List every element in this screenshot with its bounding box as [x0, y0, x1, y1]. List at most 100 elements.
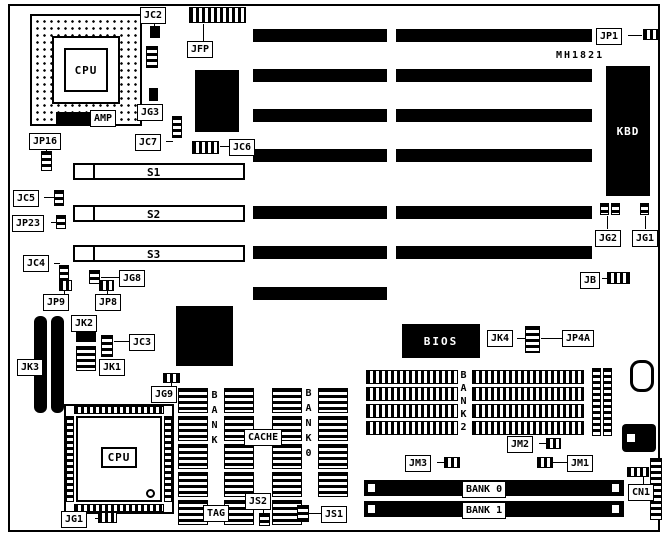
label-jc3: JC3: [129, 334, 156, 351]
jk4-leader-line: [517, 338, 526, 339]
expansion-slot-bar: [253, 69, 387, 82]
jc2-jumper-b: [146, 46, 158, 68]
jm2-jumper: [546, 438, 561, 449]
cache-sram-chip: [318, 472, 348, 497]
jg8-leader-line: [101, 277, 119, 278]
cache-sram-chip: [318, 416, 348, 441]
cpu-socket-pga: [30, 14, 142, 126]
label-jm3: JM3: [405, 455, 432, 472]
jg3-jumper: [149, 88, 158, 101]
jk1-header: [76, 346, 96, 371]
cpu-qfp-pins-bottom: [74, 504, 164, 512]
jc6-header: [192, 141, 219, 154]
cache-sram-chip: [224, 444, 254, 469]
jb-jumper: [607, 272, 630, 284]
label-jc2: JC2: [140, 7, 167, 24]
jb-leader-line: [602, 278, 608, 279]
expansion-slot-bar: [396, 29, 592, 42]
label-jg1-bottom: JG1: [61, 511, 88, 528]
dram-chip-row: [472, 370, 584, 384]
jg1-right-jumper: [640, 203, 649, 215]
label-jp8: JP8: [95, 294, 122, 311]
jfp-leader-line: [203, 24, 204, 41]
bios-chip-label: BIOS: [423, 334, 459, 348]
jc5-leader-line: [44, 197, 54, 198]
label-jp1: JP1: [596, 28, 623, 45]
kbd-chip-label: KBD: [616, 124, 640, 138]
jk4-jumper: [525, 326, 540, 353]
label-jm1: JM1: [567, 455, 594, 472]
jp9-jumper: [59, 280, 72, 291]
jc5-jumper: [54, 190, 64, 206]
cache-sram-chip: [178, 416, 208, 441]
jg1-bottom-leader-line: [95, 518, 98, 519]
jm3-leader-line: [437, 462, 444, 463]
jp23-jumper: [56, 215, 66, 229]
cache-sram-chip: [178, 444, 208, 469]
cn1-jumper: [627, 467, 649, 477]
controller-chip: [195, 70, 239, 132]
js2-leader-line: [263, 509, 264, 513]
slot-s1: S1: [73, 163, 245, 180]
label-jp9: JP9: [43, 294, 70, 311]
part-number-text: MH1821: [556, 50, 605, 61]
jm3-jumper: [444, 457, 460, 468]
simm-bank0-label: BANK 0: [462, 481, 507, 498]
dram-chip-row: [472, 421, 584, 435]
cache-sram-chip: [272, 388, 302, 413]
label-jp16: JP16: [29, 133, 62, 150]
label-jm2: JM2: [507, 436, 534, 453]
cpu-top-label: CPU: [74, 63, 98, 77]
slot-s2-label: S2: [147, 208, 161, 221]
slot-s2: S2: [73, 205, 245, 222]
simm-bank0-notch-left: [368, 484, 375, 492]
jg2-jumper-a: [600, 203, 609, 215]
expansion-slot-bar: [253, 287, 387, 300]
label-jk2: JK2: [71, 315, 98, 332]
label-tag: TAG: [203, 505, 230, 522]
jk3-connector-b: [51, 316, 64, 413]
cache-sram-chip: [318, 388, 348, 413]
keyboard-din-notch: [627, 434, 635, 442]
jm1-jumper: [537, 457, 553, 468]
expansion-slot-bar: [396, 149, 592, 162]
cpu-top-chip: CPU: [64, 48, 108, 92]
jp1-leader-line: [628, 35, 642, 36]
expansion-slot-bar: [253, 109, 387, 122]
jc3-jumper: [101, 335, 113, 357]
slot-s3-key: [93, 247, 95, 260]
cpu-qfp-pins-left: [66, 416, 74, 502]
expansion-slot-bar: [253, 206, 387, 219]
jg1-right-leader-line: [645, 216, 646, 229]
bios-chip: BIOS: [402, 324, 480, 358]
expansion-slot-bar: [396, 246, 592, 259]
jg1-bottom-jumper: [98, 512, 117, 523]
jc7-jumper: [172, 116, 182, 138]
cpu-qfp-package: [64, 404, 174, 514]
jk2-header: [76, 330, 96, 342]
battery-component: [630, 360, 654, 392]
jg9-leader-line: [171, 383, 172, 386]
cache-sram-chip: [178, 388, 208, 413]
slot-s3: S3: [73, 245, 245, 262]
cache-sram-chip: [178, 472, 208, 497]
simm-bank1-notch-right: [612, 505, 619, 513]
jp8-jumper: [99, 280, 114, 291]
jp1-jumper: [643, 29, 658, 40]
dram-chip-row: [472, 404, 584, 418]
label-js2: JS2: [245, 493, 272, 510]
jp16-jumper: [41, 151, 52, 171]
slot-s1-key: [93, 165, 95, 178]
board-outline: [8, 4, 660, 532]
amp-label: AMP: [90, 110, 117, 127]
label-jp4a: JP4A: [562, 330, 595, 347]
slot-s1-label: S1: [147, 166, 161, 179]
jc6-leader-line: [220, 146, 229, 147]
cpu-qfp-pins-right: [164, 416, 172, 502]
jc3-leader-line: [114, 341, 129, 342]
cache-bank-vertical-label: BANK: [209, 390, 220, 450]
jg2-jumper-b: [611, 203, 620, 215]
cache-sram-chip: [224, 388, 254, 413]
label-cache: CACHE: [244, 429, 283, 446]
js2-jumper: [259, 513, 270, 526]
